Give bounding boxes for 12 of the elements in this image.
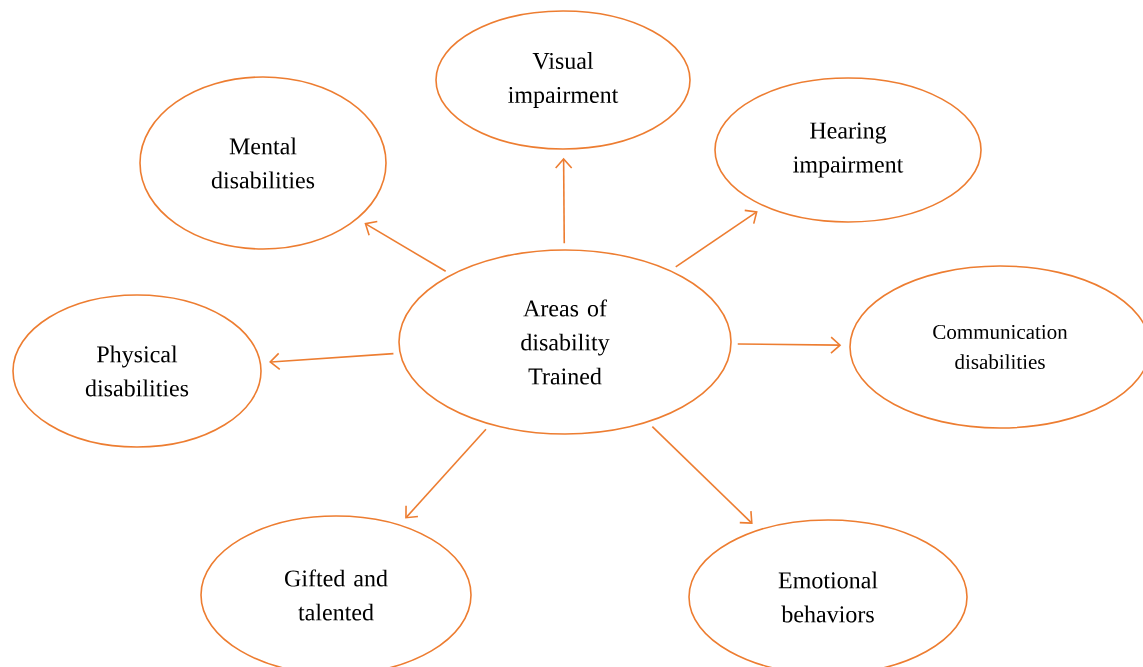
ellipse-node: Visual impairment — [435, 10, 691, 150]
ellipse-node: Mental disabilities — [139, 76, 387, 250]
arrow — [405, 428, 487, 519]
arrow — [736, 336, 842, 354]
ellipse-node: Areas of disability Trained — [398, 249, 732, 435]
ellipse-node: Hearing impairment — [714, 77, 982, 223]
arrow — [651, 425, 753, 524]
arrow — [269, 352, 395, 371]
arrow — [554, 157, 573, 244]
arrow — [364, 220, 447, 273]
arrow — [674, 209, 758, 268]
ellipse-node: Physical disabilities — [12, 294, 262, 448]
